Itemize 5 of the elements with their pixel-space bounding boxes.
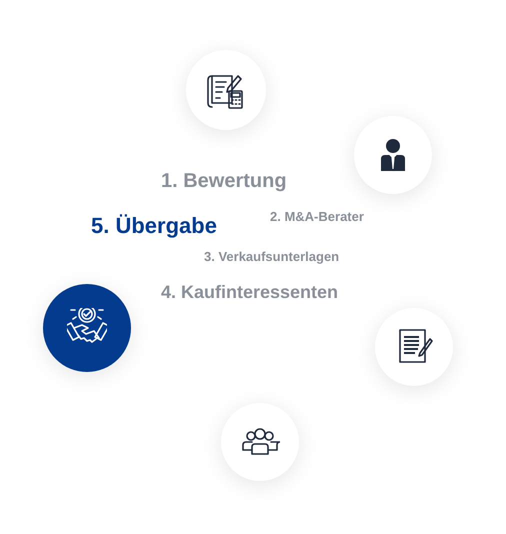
step-label: 4. Kaufinteressenten (161, 283, 338, 301)
step-label: 3. Verkaufsunterlagen (204, 250, 340, 263)
step-label: 1. Bewertung (161, 171, 287, 191)
step-label: 5. Übergabe (91, 215, 217, 237)
step-label: 2. M&A-Berater (270, 210, 364, 223)
